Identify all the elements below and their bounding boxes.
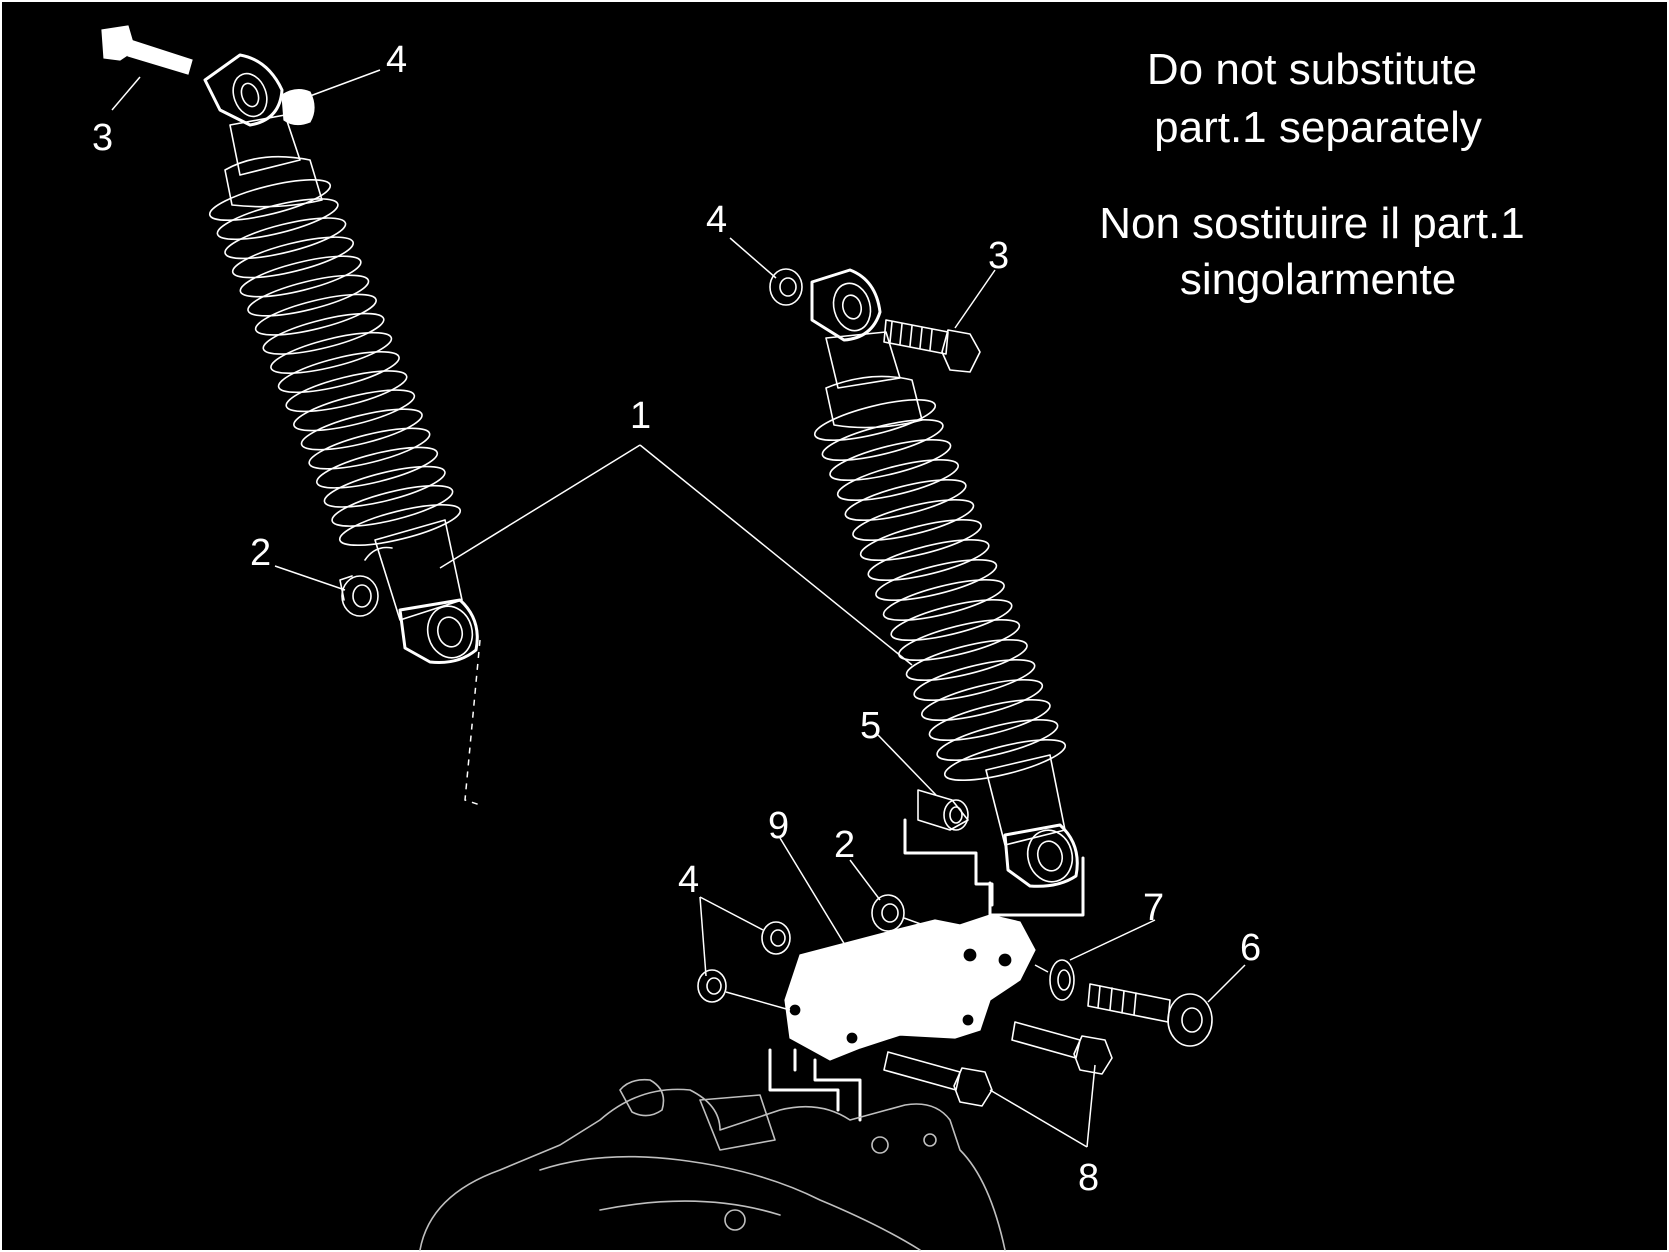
note-en-line1: Do not substitute — [1147, 45, 1477, 94]
right-shock-absorber — [810, 268, 1079, 888]
bracket-nut-lower — [697, 969, 791, 1011]
spring-coil — [316, 446, 439, 489]
washer — [1034, 959, 1075, 1001]
spring-coil — [867, 538, 990, 582]
spring-coil — [813, 398, 937, 442]
spring-coil — [293, 389, 416, 432]
spring-coil — [331, 484, 454, 527]
spring-coil — [300, 408, 423, 451]
callout-2-bottom: 2 — [834, 824, 855, 866]
spring-coil — [821, 418, 944, 462]
spring-coil — [844, 478, 967, 522]
spring-coil — [277, 351, 400, 394]
spring-coil — [859, 518, 982, 562]
note-en-line2: part.1 separately — [1154, 103, 1482, 152]
spring-coil — [921, 678, 1044, 722]
bracket-bushing — [871, 894, 966, 941]
spring-coil — [247, 274, 370, 317]
spring-coil — [882, 578, 1005, 622]
hex-bolt-upper — [1011, 1021, 1113, 1075]
spring-coil — [936, 718, 1059, 762]
callout-2-left: 2 — [250, 532, 271, 574]
spring-coil — [239, 255, 362, 298]
spring-coil — [208, 178, 332, 222]
spring-coil — [829, 438, 952, 482]
callout-numbers: 3 4 1 2 4 3 5 9 2 4 7 6 8 — [92, 39, 1261, 1199]
right-nut — [769, 268, 803, 306]
callout-8: 8 — [1078, 1157, 1099, 1199]
leader-lines — [111, 69, 1246, 1148]
warning-note: Do not substitute part.1 separately Non … — [1099, 45, 1525, 304]
callout-6: 6 — [1240, 927, 1261, 969]
bracket-nut-upper — [761, 921, 791, 955]
spring-coil — [913, 658, 1036, 702]
note-it-line2: singolarmente — [1180, 255, 1456, 304]
spring-coil — [285, 370, 408, 413]
right-bolt — [883, 319, 981, 373]
spring-coil — [231, 236, 354, 279]
hex-bolt-lower — [883, 1051, 993, 1107]
mounting-bracket — [784, 914, 1036, 1061]
spring-coil — [905, 638, 1028, 682]
spring-coil — [943, 738, 1067, 782]
left-shock-absorber — [203, 53, 481, 806]
callout-3-right: 3 — [988, 235, 1009, 277]
spacer-sleeve — [917, 789, 969, 831]
spring-coil — [308, 427, 431, 470]
assembly-guide-lines — [768, 818, 1085, 1122]
callout-1: 1 — [630, 395, 651, 437]
spring-coil — [262, 312, 385, 355]
spring-coil — [928, 698, 1051, 742]
socket-head-bolt — [1087, 983, 1213, 1047]
spring-coil — [836, 458, 959, 502]
spring-coil — [254, 293, 377, 336]
callout-4-bottom: 4 — [678, 859, 699, 901]
left-nut — [281, 89, 315, 126]
spring-coil — [216, 198, 339, 241]
callout-9: 9 — [768, 805, 789, 847]
callout-4-right: 4 — [706, 199, 727, 241]
spring-coil — [224, 217, 347, 260]
spring-coil — [852, 498, 975, 542]
spring-coil — [875, 558, 998, 602]
callout-5: 5 — [860, 705, 881, 747]
left-bushing — [339, 575, 379, 617]
spring-coil — [890, 598, 1013, 642]
note-it-line1: Non sostituire il part.1 — [1099, 199, 1525, 248]
engine-casing — [419, 1078, 1006, 1251]
spring-coil — [323, 465, 446, 508]
spring-coil — [338, 503, 462, 547]
callout-3-left: 3 — [92, 117, 113, 159]
callout-4-left: 4 — [386, 39, 407, 81]
callout-7: 7 — [1143, 887, 1164, 929]
spring-coil — [270, 331, 393, 374]
left-bolt — [101, 25, 193, 75]
